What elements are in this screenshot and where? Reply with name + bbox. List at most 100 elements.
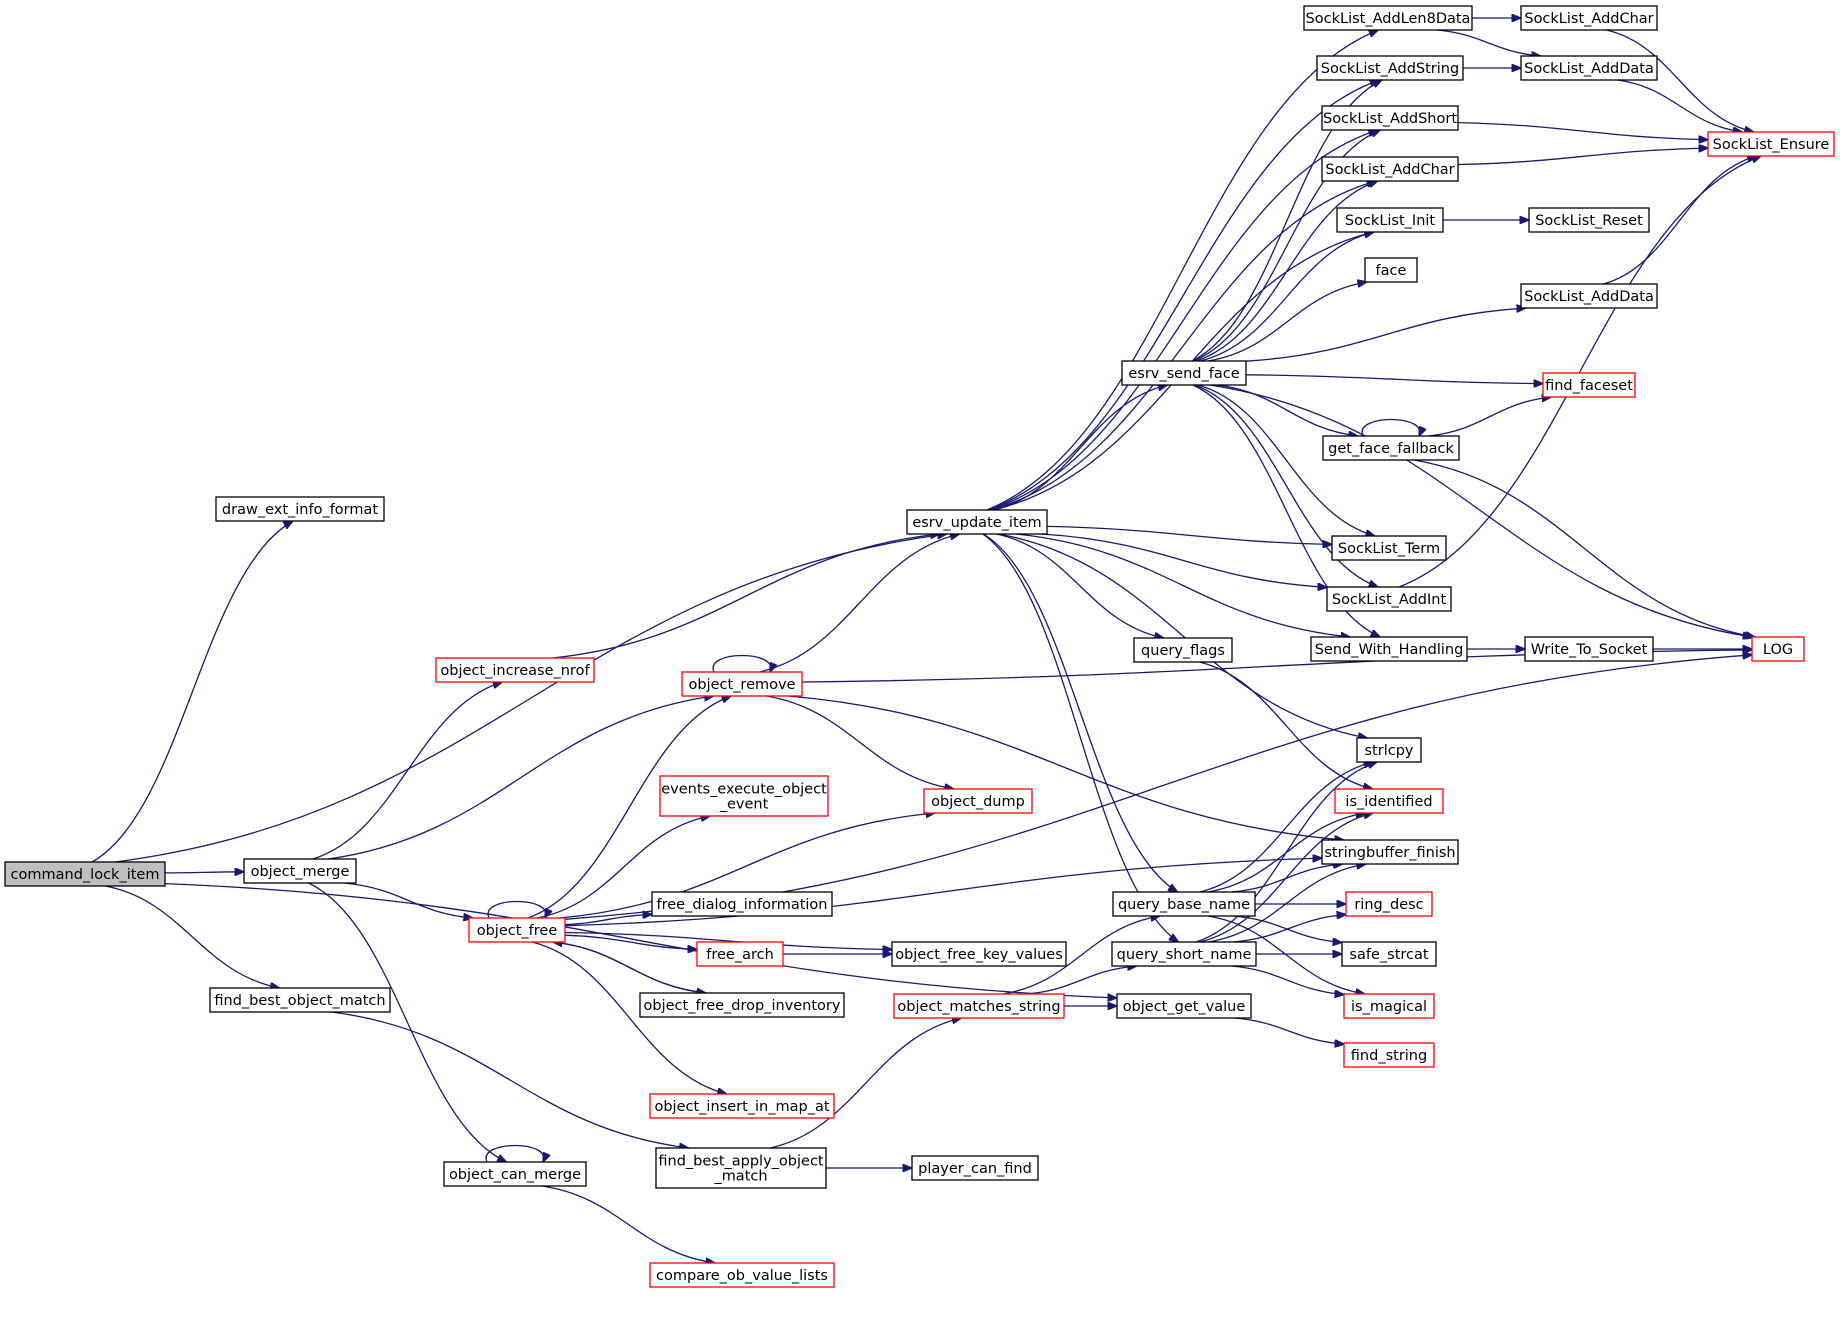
node-box	[1343, 993, 1435, 1019]
edge-command-lock-item-to-esrv-update-item	[115, 534, 946, 863]
node-label: find_string	[1351, 1048, 1427, 1064]
node-write-to-socket[interactable]: Write_To_Socket	[1524, 636, 1654, 662]
node-get-face-fallback[interactable]: get_face_fallback	[1322, 435, 1460, 461]
node-label: object_get_value	[1123, 999, 1246, 1015]
edge-socklist-adddata-2-to-socklist-ensure	[1603, 156, 1756, 285]
node-query-base-name[interactable]: query_base_name	[1112, 891, 1256, 917]
node-label: compare_ob_value_lists	[656, 1268, 828, 1284]
node-esrv-update-item[interactable]: esrv_update_item	[906, 509, 1048, 535]
node-object-dump[interactable]: object_dump	[923, 788, 1033, 814]
node-object-matches-string[interactable]: object_matches_string	[893, 993, 1065, 1019]
node-socklist-addstring[interactable]: SockList_AddString	[1316, 55, 1464, 81]
node-object-free[interactable]: object_free	[468, 917, 566, 943]
edge-object-matches-string-to-query-base-name	[1002, 916, 1160, 995]
node-label: object_dump	[931, 794, 1025, 810]
node-box	[696, 941, 784, 967]
node-box	[1310, 636, 1468, 662]
node-object-insert-in-map-at[interactable]: object_insert_in_map_at	[649, 1093, 835, 1119]
node-strlcpy[interactable]: strlcpy	[1356, 737, 1422, 763]
edge-socklist-addlen8data-to-socklist-adddata-1	[1436, 29, 1541, 56]
edge-esrv-send-face-to-socklist-term	[1197, 384, 1375, 536]
node-free-dialog-information[interactable]: free_dialog_information	[651, 891, 833, 917]
node-query-flags[interactable]: query_flags	[1133, 637, 1233, 663]
node-box	[1133, 637, 1233, 663]
edge-object-merge-to-object-can-merge	[308, 882, 507, 1162]
node-label: SockList_AddChar	[1524, 11, 1653, 27]
node-safe-strcat[interactable]: safe_strcat	[1341, 941, 1437, 967]
node-label: object_remove	[689, 677, 796, 693]
node-box	[1316, 55, 1464, 81]
node-send-with-handling[interactable]: Send_With_Handling	[1310, 636, 1468, 662]
node-label: safe_strcat	[1349, 947, 1428, 963]
node-label: SockList_Reset	[1535, 213, 1643, 229]
node-object-get-value[interactable]: object_get_value	[1116, 993, 1252, 1019]
node-face[interactable]: face	[1364, 257, 1418, 283]
node-socklist-init[interactable]: SockList_Init	[1336, 207, 1444, 233]
node-esrv-send-face[interactable]: esrv_send_face	[1121, 360, 1247, 386]
node-object-free-drop-inventory[interactable]: object_free_drop_inventory	[639, 992, 845, 1018]
node-socklist-adddata-2[interactable]: SockList_AddData	[1520, 283, 1658, 309]
node-box	[1751, 636, 1805, 662]
node-box	[1121, 360, 1247, 386]
edges-layer	[91, 18, 1761, 1263]
node-box	[1321, 156, 1459, 182]
node-socklist-addint[interactable]: SockList_AddInt	[1326, 586, 1452, 612]
node-label: is_identified	[1345, 794, 1432, 810]
node-object-remove[interactable]: object_remove	[681, 671, 803, 697]
node-label: query_flags	[1141, 643, 1225, 659]
node-ring-desc[interactable]: ring_desc	[1345, 891, 1433, 917]
node-label: find_faceset	[1545, 378, 1633, 394]
node-socklist-ensure[interactable]: SockList_Ensure	[1707, 131, 1835, 157]
edge-object-remove-to-object-dump	[766, 695, 954, 789]
node-socklist-addlen8data[interactable]: SockList_AddLen8Data	[1303, 5, 1473, 31]
edge-object-remove-to-esrv-update-item	[759, 534, 959, 673]
edge-esrv-send-face-to-socklist-addshort	[1193, 130, 1381, 362]
edge-esrv-update-item-to-socklist-addint	[1041, 533, 1327, 587]
node-object-merge[interactable]: object_merge	[243, 858, 357, 884]
edge-esrv-send-face-to-socklist-init	[1200, 232, 1374, 362]
node-command-lock-item[interactable]: command_lock_item	[4, 861, 166, 887]
node-socklist-term[interactable]: SockList_Term	[1331, 535, 1447, 561]
edge-object-free-to-free-dialog-information	[564, 914, 652, 926]
node-socklist-adddata-1[interactable]: SockList_AddData	[1520, 55, 1658, 81]
node-socklist-addchar-1[interactable]: SockList_AddChar	[1520, 5, 1658, 31]
node-is-identified[interactable]: is_identified	[1334, 788, 1444, 814]
node-query-short-name[interactable]: query_short_name	[1111, 941, 1257, 967]
node-draw-ext-info-format[interactable]: draw_ext_info_format	[215, 496, 385, 522]
node-label: Send_With_Handling	[1315, 642, 1464, 658]
node-find-faceset[interactable]: find_faceset	[1542, 372, 1636, 398]
node-log[interactable]: LOG	[1751, 636, 1805, 662]
node-compare-ob-value-lists[interactable]: compare_ob_value_lists	[649, 1262, 835, 1288]
node-label: SockList_AddString	[1321, 61, 1459, 77]
node-label: events_execute_object	[661, 782, 827, 798]
node-box	[1326, 586, 1452, 612]
node-box	[1321, 839, 1459, 865]
node-is-magical[interactable]: is_magical	[1343, 993, 1435, 1019]
node-object-free-key-values[interactable]: object_free_key_values	[891, 941, 1067, 967]
node-socklist-reset[interactable]: SockList_Reset	[1528, 207, 1650, 233]
node-label: query_base_name	[1118, 897, 1250, 913]
node-socklist-addchar-2[interactable]: SockList_AddChar	[1321, 156, 1459, 182]
node-find-best-apply-object-match[interactable]: find_best_apply_object_match	[655, 1147, 827, 1189]
edge-get-face-fallback-to-get-face-fallback	[1361, 418, 1420, 437]
node-object-can-merge[interactable]: object_can_merge	[443, 1161, 587, 1187]
node-stringbuffer-finish[interactable]: stringbuffer_finish	[1321, 839, 1459, 865]
node-player-can-find[interactable]: player_can_find	[911, 1155, 1039, 1181]
edge-query-short-name-to-strlcpy	[1195, 762, 1377, 943]
node-find-string[interactable]: find_string	[1343, 1042, 1435, 1068]
node-label: SockList_AddInt	[1332, 592, 1447, 608]
edge-object-matches-string-to-query-short-name	[1026, 966, 1136, 995]
node-socklist-addshort[interactable]: SockList_AddShort	[1321, 105, 1459, 131]
node-box	[209, 987, 391, 1013]
node-object-increase-nrof[interactable]: object_increase_nrof	[435, 657, 595, 683]
node-box	[1343, 1042, 1435, 1068]
node-free-arch[interactable]: free_arch	[696, 941, 784, 967]
node-label: SockList_AddLen8Data	[1306, 11, 1471, 27]
node-box	[1334, 788, 1444, 814]
node-events-execute-object-event[interactable]: events_execute_object_event	[659, 775, 829, 817]
edge-query-base-name-to-stringbuffer-finish	[1231, 864, 1343, 893]
node-find-best-object-match[interactable]: find_best_object_match	[209, 987, 391, 1013]
node-label: object_matches_string	[897, 999, 1060, 1015]
edge-command-lock-item-to-object-get-value	[164, 882, 1117, 998]
node-box	[1322, 435, 1460, 461]
